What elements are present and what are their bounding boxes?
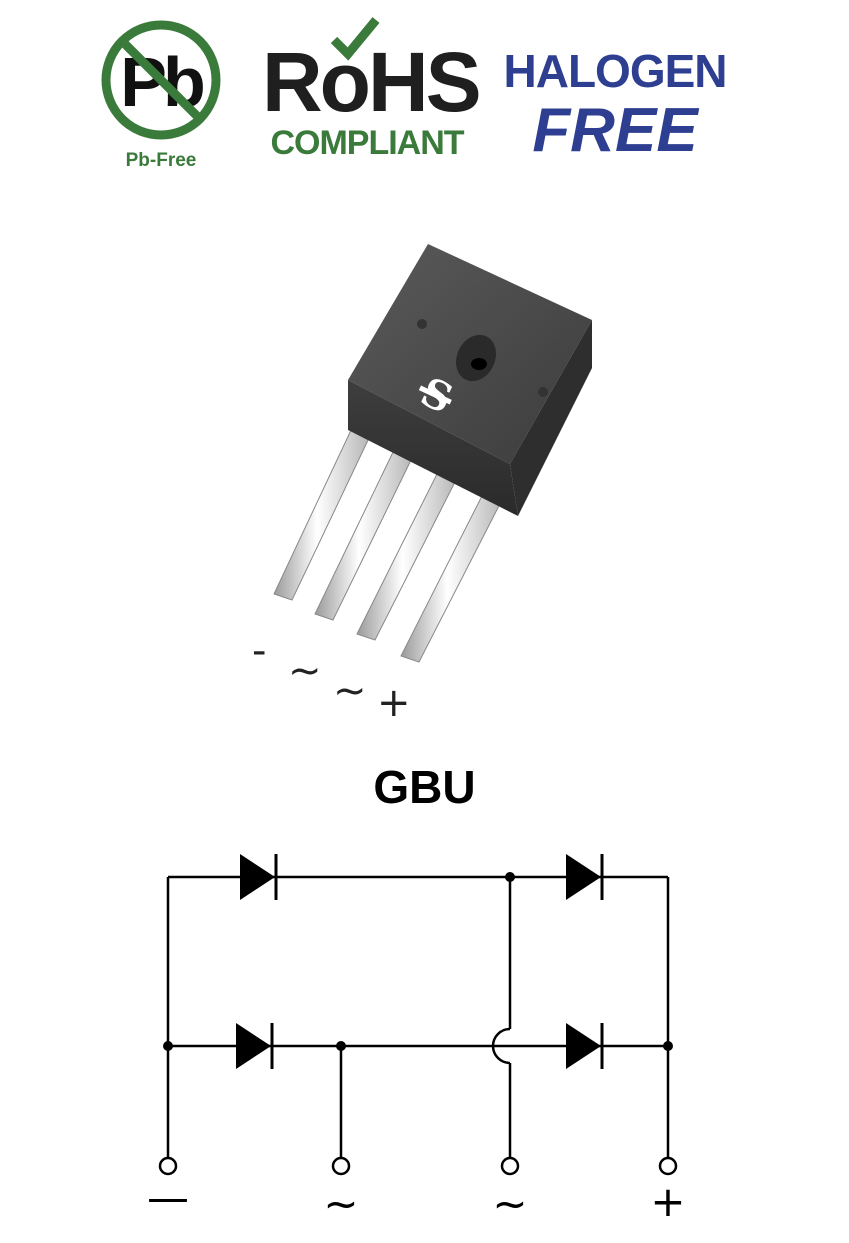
diode-top-left	[240, 854, 278, 900]
pin-label-ac1: ~	[288, 648, 322, 694]
pin-label-negative: -	[252, 628, 267, 674]
diode-bottom-left	[236, 1023, 274, 1069]
terminal-ac1	[331, 1156, 351, 1176]
terminal-label-positive: +	[650, 1177, 685, 1226]
checkmark-icon	[330, 17, 380, 61]
terminal-label-ac1: ~	[323, 1179, 358, 1228]
terminal-ac2	[500, 1156, 520, 1176]
pin-label-positive: +	[377, 680, 411, 726]
diode-bottom-right	[566, 1023, 604, 1069]
terminal-label-ac2: ~	[492, 1179, 527, 1228]
terminal-negative	[158, 1156, 178, 1176]
rohs-compliant-text: COMPLIANT	[270, 124, 464, 162]
halogen-text: HALOGEN	[503, 45, 728, 97]
bridge-rectifier-schematic: — ~ ~ +	[147, 854, 686, 1228]
pb-free-icon: Pb	[101, 20, 221, 140]
diode-top-right	[566, 854, 604, 900]
rohs-logo-text: RoHS	[262, 35, 482, 129]
terminal-positive	[658, 1156, 678, 1176]
free-text: FREE	[532, 96, 698, 165]
pin-label-ac2: ~	[333, 668, 367, 714]
package-title: GBU	[373, 761, 476, 813]
gbu-package-image: S	[273, 244, 592, 663]
package-pins	[273, 427, 505, 663]
terminal-label-negative: —	[147, 1173, 189, 1222]
pb-free-caption: Pb-Free	[125, 150, 197, 171]
